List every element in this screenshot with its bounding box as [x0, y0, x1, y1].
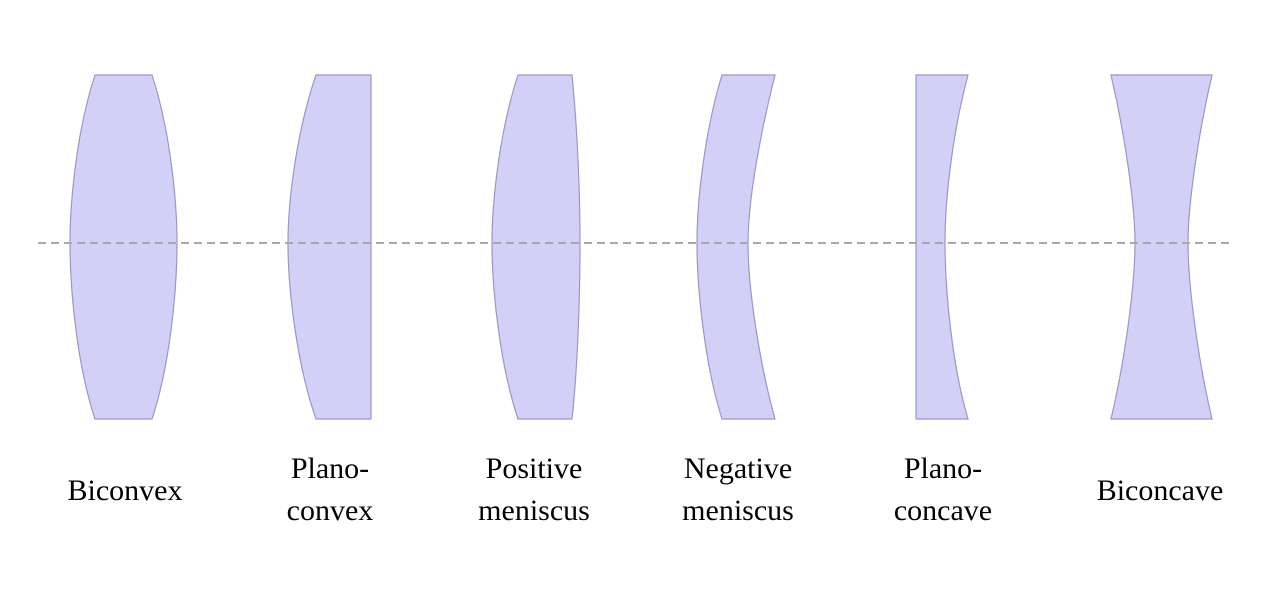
label-biconcave-line1: Biconcave [1097, 474, 1224, 507]
label-positive-meniscus-line1: Positive [486, 452, 583, 485]
lens-shapes-group [69, 74, 1213, 420]
label-negative-meniscus-line1: Negative [684, 452, 792, 485]
lens-positive-meniscus [491, 74, 581, 420]
label-positive-meniscus-line2: meniscus [478, 494, 590, 527]
label-negative-meniscus-line2: meniscus [682, 494, 794, 527]
lens-biconvex [69, 74, 178, 420]
lens-labels-group: Biconvex Plano- convex Positive meniscus… [68, 452, 1224, 527]
label-plano-concave-line1: Plano- [904, 452, 982, 485]
lens-biconcave [1110, 74, 1213, 420]
label-plano-convex-line2: convex [287, 494, 374, 527]
label-plano-concave-line2: concave [894, 494, 992, 527]
label-plano-convex-line1: Plano- [291, 452, 369, 485]
label-biconvex-line1: Biconvex [68, 474, 183, 507]
lens-negative-meniscus [696, 74, 776, 420]
lens-plano-convex [287, 74, 372, 420]
lens-plano-concave [915, 74, 969, 420]
